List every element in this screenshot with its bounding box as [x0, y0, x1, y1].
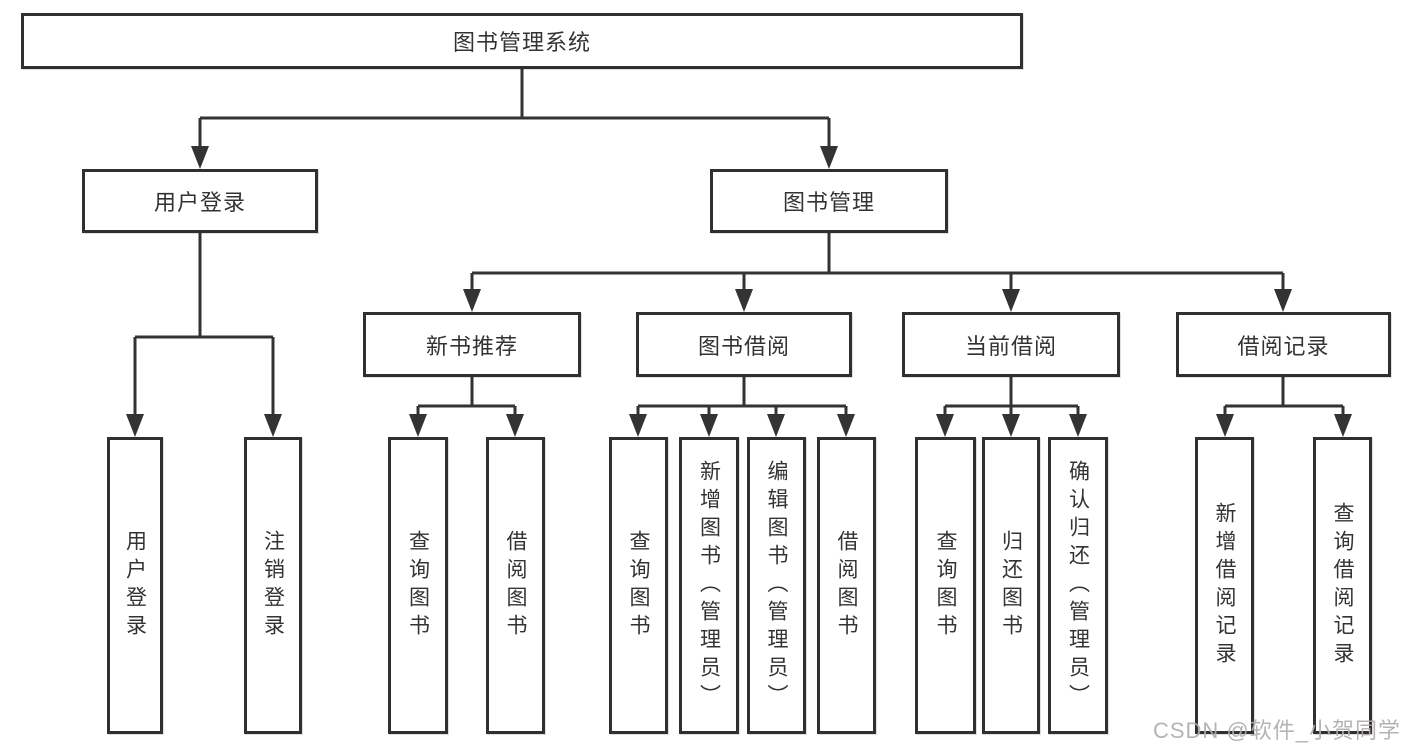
- node-book-management: 图书管理: [710, 169, 948, 233]
- leaf-current-return-books: 归还图书: [982, 437, 1040, 734]
- node-borrow-records: 借阅记录: [1176, 312, 1391, 377]
- csdn-watermark: CSDN @软件_小贺同学: [1152, 718, 1401, 743]
- node-root: 图书管理系统: [21, 13, 1023, 69]
- node-user-login: 用户登录: [82, 169, 318, 233]
- leaf-borrow-add-books-admin: 新增图书（管理员）: [679, 437, 739, 734]
- leaf-borrow-query-books: 查询图书: [609, 437, 668, 734]
- leaf-newbooks-borrow-books: 借阅图书: [486, 437, 545, 734]
- connector-segments: [133, 69, 1345, 418]
- node-current-borrow: 当前借阅: [902, 312, 1120, 377]
- leaf-current-query-books: 查询图书: [915, 437, 976, 734]
- leaf-logout: 注销登录: [244, 437, 302, 734]
- node-new-book-recommend: 新书推荐: [363, 312, 581, 377]
- node-book-borrow: 图书借阅: [636, 312, 852, 377]
- leaf-records-add-record: 新增借阅记录: [1195, 437, 1254, 734]
- leaf-user-login: 用户登录: [107, 437, 163, 734]
- leaf-current-confirm-return-admin: 确认归还（管理员）: [1048, 437, 1108, 734]
- leaf-records-query-record: 查询借阅记录: [1313, 437, 1372, 734]
- leaf-borrow-borrow-books: 借阅图书: [817, 437, 876, 734]
- leaf-newbooks-query-books: 查询图书: [388, 437, 448, 734]
- arrowheads: [126, 146, 1352, 437]
- leaf-borrow-edit-books-admin: 编辑图书（管理员）: [747, 437, 806, 734]
